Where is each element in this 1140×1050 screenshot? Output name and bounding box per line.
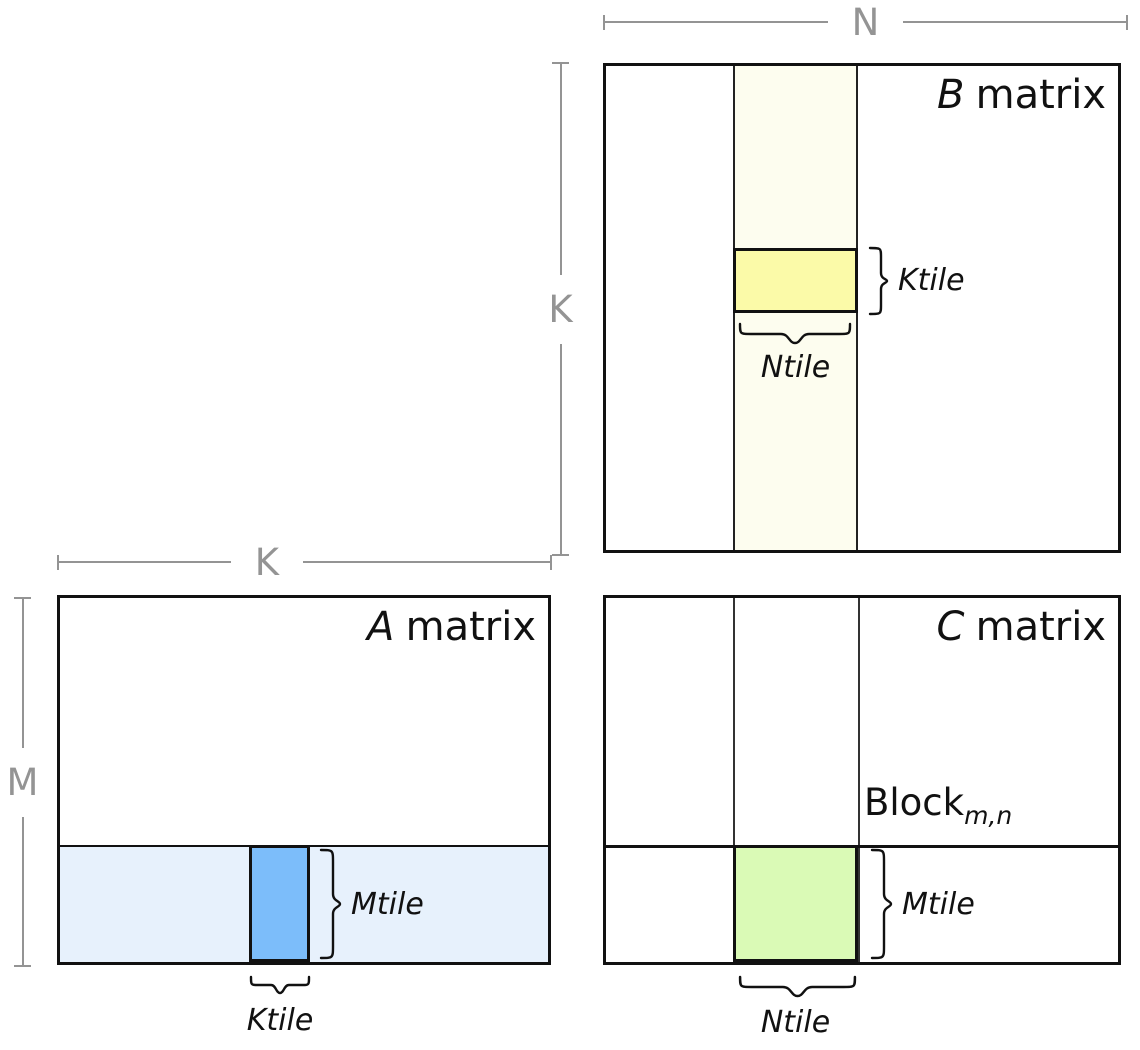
dimension-tick [14, 965, 31, 967]
mtile-brace-icon [870, 848, 893, 960]
c-grid-vline [858, 598, 860, 962]
matrix-b-letter: B [936, 72, 965, 118]
dimension-segment [59, 561, 231, 563]
b-ntile-label: Ntile [760, 350, 831, 385]
dimension-label-m: M [6, 760, 39, 804]
c-block-subscript: m,n [964, 800, 1013, 830]
b-ktile-label: Ktile [898, 263, 965, 298]
dimension-tick [552, 554, 569, 556]
c-grid-vline [733, 598, 735, 962]
dimension-tick [552, 62, 569, 64]
a-ktile-label: Ktile [246, 1003, 314, 1038]
dimension-segment [21, 599, 24, 748]
dimension-segment [559, 343, 562, 554]
dimension-tick [1126, 14, 1128, 30]
matrix-c-word: matrix [975, 604, 1106, 650]
dimension-line-m: M [7, 597, 38, 967]
matrix-a-letter: A [367, 604, 395, 650]
dimension-line-k-vertical: K [548, 62, 573, 556]
matrix-a-word: matrix [405, 604, 536, 650]
dimension-segment [302, 561, 550, 563]
matrix-b-word: matrix [975, 72, 1106, 118]
dimension-label-k-horizontal: K [254, 540, 279, 584]
c-block-word: Block [864, 781, 965, 824]
dimension-segment [559, 64, 562, 275]
dimension-segment [903, 21, 1126, 23]
matrix-c-letter: C [936, 604, 965, 650]
dimension-tick [57, 554, 59, 570]
c-ntile-label: Ntile [760, 1005, 831, 1040]
c-block-label: Blockm,n [864, 781, 1012, 828]
dimension-tick [603, 14, 605, 30]
ktile-underbrace-icon [249, 975, 311, 995]
ktile-brace-icon [868, 246, 889, 316]
dimension-tick [550, 554, 552, 570]
c-mtile-ntile-tile [733, 845, 858, 962]
dimension-tick [14, 597, 31, 599]
ntile-underbrace-icon [738, 975, 857, 998]
dimension-label-n: N [851, 0, 880, 44]
c-mtile-label: Mtile [902, 887, 975, 922]
dimension-label-k-vertical: K [548, 287, 573, 331]
dimension-line-k-horizontal: K [57, 544, 552, 581]
a-mtile-ktile-tile [249, 845, 310, 962]
dimension-segment [605, 21, 828, 23]
a-mtile-label: Mtile [351, 887, 424, 922]
mtile-brace-icon [319, 848, 342, 960]
b-ktile-ntile-tile [733, 248, 858, 313]
ntile-underbrace-icon [738, 322, 852, 345]
dimension-line-n: N [603, 4, 1128, 41]
dimension-segment [21, 816, 24, 965]
c-grid-hline [606, 845, 1118, 848]
